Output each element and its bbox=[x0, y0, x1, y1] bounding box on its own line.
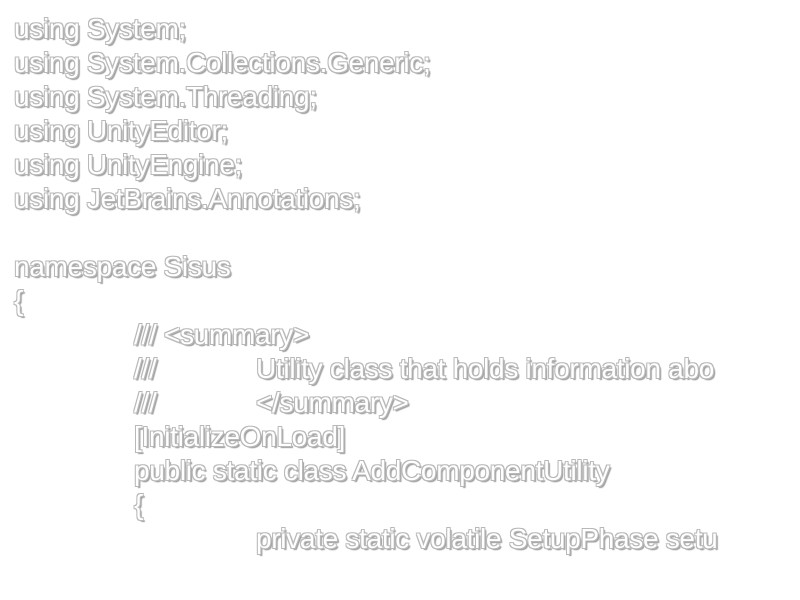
code-line-comment-marker-2: /// bbox=[134, 387, 157, 418]
code-line-summary-text: Utility class that holds information abo bbox=[256, 353, 714, 384]
code-line-summary-close: </summary> bbox=[256, 387, 409, 418]
code-line-2: using System.Collections.Generic; bbox=[14, 47, 431, 78]
code-line-1: using System; bbox=[14, 13, 186, 44]
code-line-comment-marker: /// bbox=[134, 353, 157, 384]
code-line-class-brace: { bbox=[134, 489, 144, 520]
code-line-field: private static volatile SetupPhase setu bbox=[256, 523, 718, 554]
code-line-open-brace: { bbox=[14, 285, 24, 316]
code-line-class-decl: public static class AddComponentUtility bbox=[134, 455, 610, 486]
code-line-summary-open: /// <summary> bbox=[134, 319, 310, 350]
code-line-3: using System.Threading; bbox=[14, 81, 317, 112]
code-line-4: using UnityEditor; bbox=[14, 115, 229, 146]
code-line-namespace: namespace Sisus bbox=[14, 251, 231, 282]
code-line-5: using UnityEngine; bbox=[14, 149, 243, 180]
code-line-attribute: [InitializeOnLoad] bbox=[134, 421, 345, 452]
code-line-6: using JetBrains.Annotations; bbox=[14, 183, 361, 214]
